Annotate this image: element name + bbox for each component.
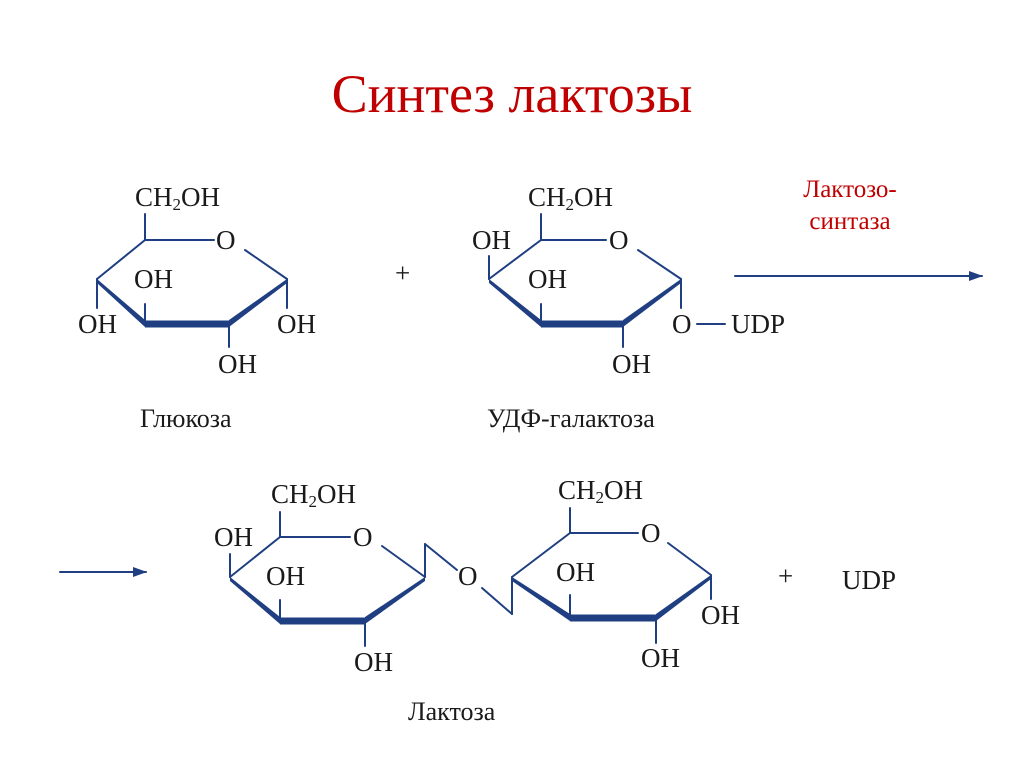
- lactose-gal-oh-inner: OH: [266, 561, 305, 591]
- lactose-gal-oh-bottom: OH: [354, 647, 393, 677]
- glycosidic-bridge: [481, 576, 513, 615]
- enzyme-line-2: синтаза: [809, 208, 891, 235]
- lactose-glc-ring-oxygen: O: [641, 518, 661, 548]
- slide-title: Синтез лактозы: [331, 64, 693, 124]
- oh-text: OH: [317, 479, 357, 509]
- glucose-oh-bottom: OH: [218, 349, 257, 379]
- lactose-gal-ring-oxygen: O: [353, 522, 373, 552]
- udp-galactose-oh-top-left: OH: [472, 225, 511, 255]
- subscript-2: 2: [308, 492, 318, 511]
- plus-sign-1: +: [395, 258, 411, 288]
- lactose-gal-oh-top-left: OH: [214, 522, 253, 552]
- subscript-2: 2: [172, 195, 182, 214]
- lactose-glucose-ring: [511, 507, 712, 644]
- lactose-caption: Лактоза: [408, 697, 496, 726]
- glucose-oh-left: OH: [78, 309, 117, 339]
- glucose-ch2oh-label: CH2OH: [135, 182, 221, 214]
- lactose-glc-oh-bottom: OH: [641, 643, 680, 673]
- lactose-gal-ch2oh-label: CH2OH: [271, 479, 357, 511]
- udp-galactose-udp-label: UDP: [731, 309, 786, 339]
- lactose-glc-oh-inner: OH: [556, 557, 595, 587]
- ch-text: CH: [558, 475, 596, 505]
- udp-galactose-link-oxygen: O: [672, 309, 692, 339]
- plus-sign-2: +: [778, 561, 794, 591]
- ch-text: CH: [528, 182, 566, 212]
- enzyme-line-1: Лактозо-: [803, 176, 897, 203]
- udp-galactose-oh-inner: OH: [528, 264, 567, 294]
- lactose-bridge-oxygen: O: [458, 561, 478, 591]
- oh-text: OH: [604, 475, 644, 505]
- udp-galactose-ring: [488, 213, 726, 348]
- subscript-2: 2: [565, 195, 575, 214]
- udp-galactose-oh-bottom: OH: [612, 349, 651, 379]
- ch-text: CH: [135, 182, 173, 212]
- udp-galactose-caption: УДФ-галактоза: [487, 404, 655, 433]
- glucose-ring-oxygen: O: [216, 225, 236, 255]
- glucose-caption: Глюкоза: [140, 404, 232, 433]
- oh-text: OH: [574, 182, 614, 212]
- product-udp-label: UDP: [842, 565, 897, 595]
- enzyme-label: Лактозо- синтаза: [770, 174, 930, 238]
- lactose-glc-oh-right: OH: [701, 600, 740, 630]
- udp-galactose-ch2oh-label: CH2OH: [528, 182, 614, 214]
- ch-text: CH: [271, 479, 309, 509]
- udp-galactose-ring-oxygen: O: [609, 225, 629, 255]
- glucose-oh-inner: OH: [134, 264, 173, 294]
- lactose-galactose-ring: [229, 511, 458, 647]
- subscript-2: 2: [595, 488, 605, 507]
- lactose-glc-ch2oh-label: CH2OH: [558, 475, 644, 507]
- glucose-oh-right: OH: [277, 309, 316, 339]
- glucose-ring: [96, 213, 288, 348]
- oh-text: OH: [181, 182, 221, 212]
